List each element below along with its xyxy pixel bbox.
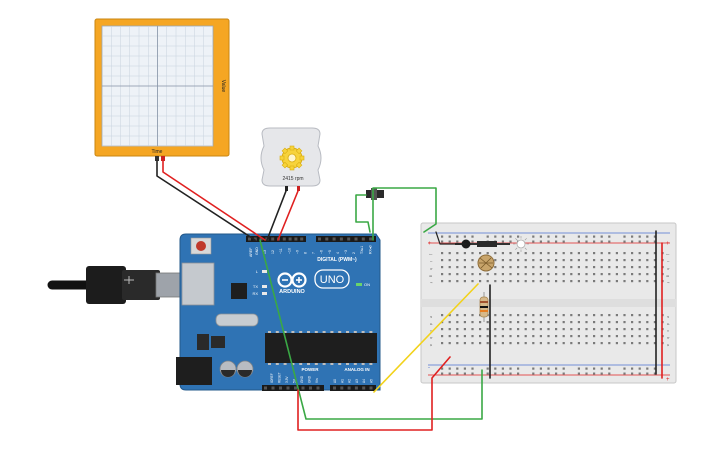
row-letter: i: [429, 261, 434, 262]
resistor[interactable]: [479, 292, 489, 322]
analog-pin-label: A5: [370, 379, 374, 383]
row-letter: e: [429, 316, 434, 319]
rail-plus-label: +: [428, 241, 432, 247]
digital-pin-label: 8: [304, 252, 308, 254]
row-letter: a: [666, 344, 671, 347]
row-letter: c: [429, 330, 434, 332]
usb-port: [181, 262, 215, 306]
led-light[interactable]: [513, 236, 529, 252]
row-letter: j: [429, 253, 434, 255]
breadboard-holes[interactable]: [441, 235, 664, 375]
usb-icon: [124, 276, 134, 284]
digital-pin-label: TX▸1: [360, 246, 364, 254]
wire-black-motor[interactable]: [266, 190, 287, 241]
photoresistor[interactable]: [477, 254, 495, 272]
row-letter: d: [429, 323, 434, 325]
analog-pin-label: A2: [348, 379, 352, 383]
row-letter: f: [666, 282, 671, 284]
oscilloscope-x-label: Time: [152, 149, 163, 155]
row-letter: a: [429, 344, 434, 347]
wire-red-motor[interactable]: [277, 190, 299, 241]
power-pin-label: 3.3V: [285, 376, 289, 383]
slide-switch[interactable]: [366, 188, 384, 200]
digital-pin-label: 13: [263, 250, 267, 254]
analog-pin-label: A1: [340, 379, 344, 383]
oscilloscope-y-label: Value: [220, 80, 226, 93]
digital-pin-label: 12: [271, 250, 275, 254]
digital-pin-label: ~10: [287, 248, 291, 254]
digital-header-label: DIGITAL (PWM~): [317, 257, 357, 263]
row-letter: b: [429, 337, 434, 340]
arduino-brand: ARDUINO: [279, 289, 305, 295]
digital-header-right[interactable]: [316, 236, 376, 242]
row-letter: e: [666, 316, 671, 319]
rail-plus-label: +: [666, 241, 670, 247]
digital-pin-label: ~3: [344, 250, 348, 254]
wire-green-switch-loop[interactable]: [355, 194, 371, 233]
row-letter: b: [666, 337, 671, 340]
power-pin-label: GND: [300, 375, 304, 383]
row-letter: c: [666, 330, 671, 332]
rx-led-label: RX: [252, 291, 258, 296]
usb-chip: [231, 283, 247, 299]
row-letter: i: [666, 261, 671, 262]
analog-header[interactable]: [330, 385, 376, 391]
power-pin-label: RESET: [278, 372, 282, 383]
dc-motor[interactable]: 2415 rpm: [260, 127, 322, 191]
digital-pin-label: ~11: [279, 248, 283, 254]
row-letter: h: [429, 268, 434, 270]
digital-pin-label: ~6: [320, 250, 324, 254]
wire-black-scope[interactable]: [156, 160, 256, 241]
arduino-model: UNO: [320, 274, 345, 286]
digital-pin-label: ~5: [328, 250, 332, 254]
wires[interactable]: [156, 160, 663, 431]
crystal: [215, 313, 259, 327]
wire-yellow-analog[interactable]: [373, 283, 479, 393]
row-letter: h: [666, 268, 671, 270]
atmega-chip: [265, 333, 377, 363]
usb-cable: [47, 266, 183, 304]
row-letter: f: [429, 282, 434, 284]
power-pin-label: GND: [308, 375, 312, 383]
row-letter: j: [666, 253, 671, 255]
power-header-label: POWER: [301, 367, 319, 372]
power-jack: [176, 357, 212, 385]
wire-red-scope[interactable]: [162, 160, 266, 241]
power-pin-label: Vin: [315, 378, 319, 383]
l-led-label: L: [256, 269, 259, 274]
motor-speed-readout: 2415 rpm: [282, 176, 303, 182]
digital-pin-label: RX◂0: [368, 245, 372, 254]
reset-button[interactable]: [196, 241, 206, 251]
oscilloscope[interactable]: Time Value: [94, 18, 230, 161]
gnd-top-label: GND: [255, 247, 259, 255]
row-letter: d: [666, 323, 671, 325]
rail-minus-label: -: [428, 365, 430, 371]
digital-header-left[interactable]: [246, 236, 306, 242]
digital-pin-label: 7: [312, 252, 316, 254]
digital-pin-label: ~9: [295, 250, 299, 254]
wire-green-gnd[interactable]: [259, 239, 483, 420]
row-letter: g: [666, 275, 671, 277]
wire-button[interactable]: [435, 231, 467, 245]
wire-green-switch[interactable]: [372, 187, 437, 241]
arduino-logo-icon: [277, 272, 307, 288]
analog-pin-label: A3: [355, 379, 359, 383]
digital-pin-label: 2: [352, 252, 356, 254]
analog-pin-label: A0: [333, 379, 337, 383]
aref-label: AREF: [249, 248, 253, 257]
row-letter: g: [429, 275, 434, 277]
digital-pin-label: 4: [336, 252, 340, 254]
tx-led-label: TX: [253, 284, 258, 289]
analog-header-label: ANALOG IN: [344, 367, 369, 372]
analog-pin-label: A4: [362, 379, 366, 383]
wire-red-5v[interactable]: [297, 356, 451, 431]
power-pin-label: IOREF: [270, 373, 274, 383]
rail-plus-label: +: [666, 377, 670, 383]
power-header[interactable]: [262, 385, 324, 391]
power-pin-label: 5V: [293, 378, 297, 383]
on-led-label: ON: [364, 282, 370, 287]
